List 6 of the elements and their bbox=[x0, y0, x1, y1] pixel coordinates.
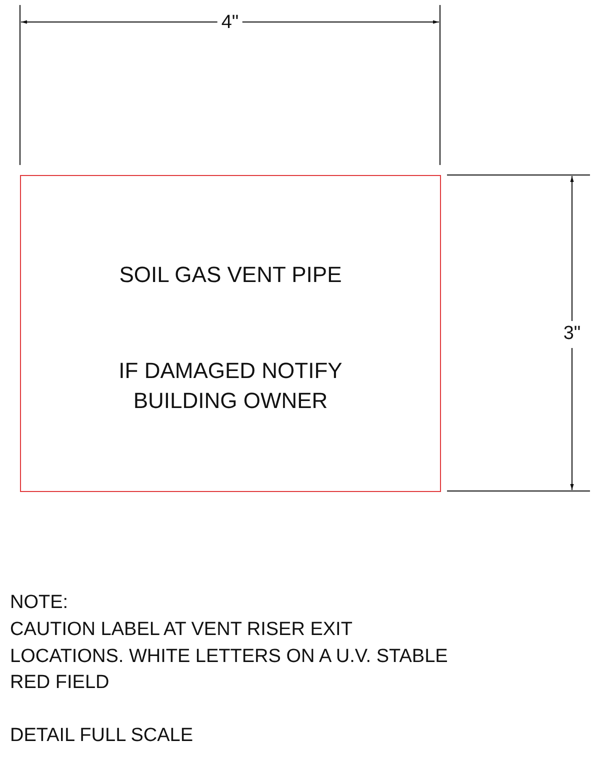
label-text: IF DAMAGED NOTIFY BUILDING OWNER bbox=[118, 357, 344, 415]
note-heading: NOTE: bbox=[10, 591, 70, 615]
label-text: SOIL GAS VENT PIPE bbox=[118, 261, 343, 289]
caution-label bbox=[20, 175, 441, 492]
scale-note: DETAIL FULL SCALE bbox=[10, 724, 194, 748]
note-text: CAUTION LABEL AT VENT RISER EXIT LOCATIONS. WHITE LETTERS ON A U.V. STABLE RED FIELD bbox=[10, 618, 449, 695]
